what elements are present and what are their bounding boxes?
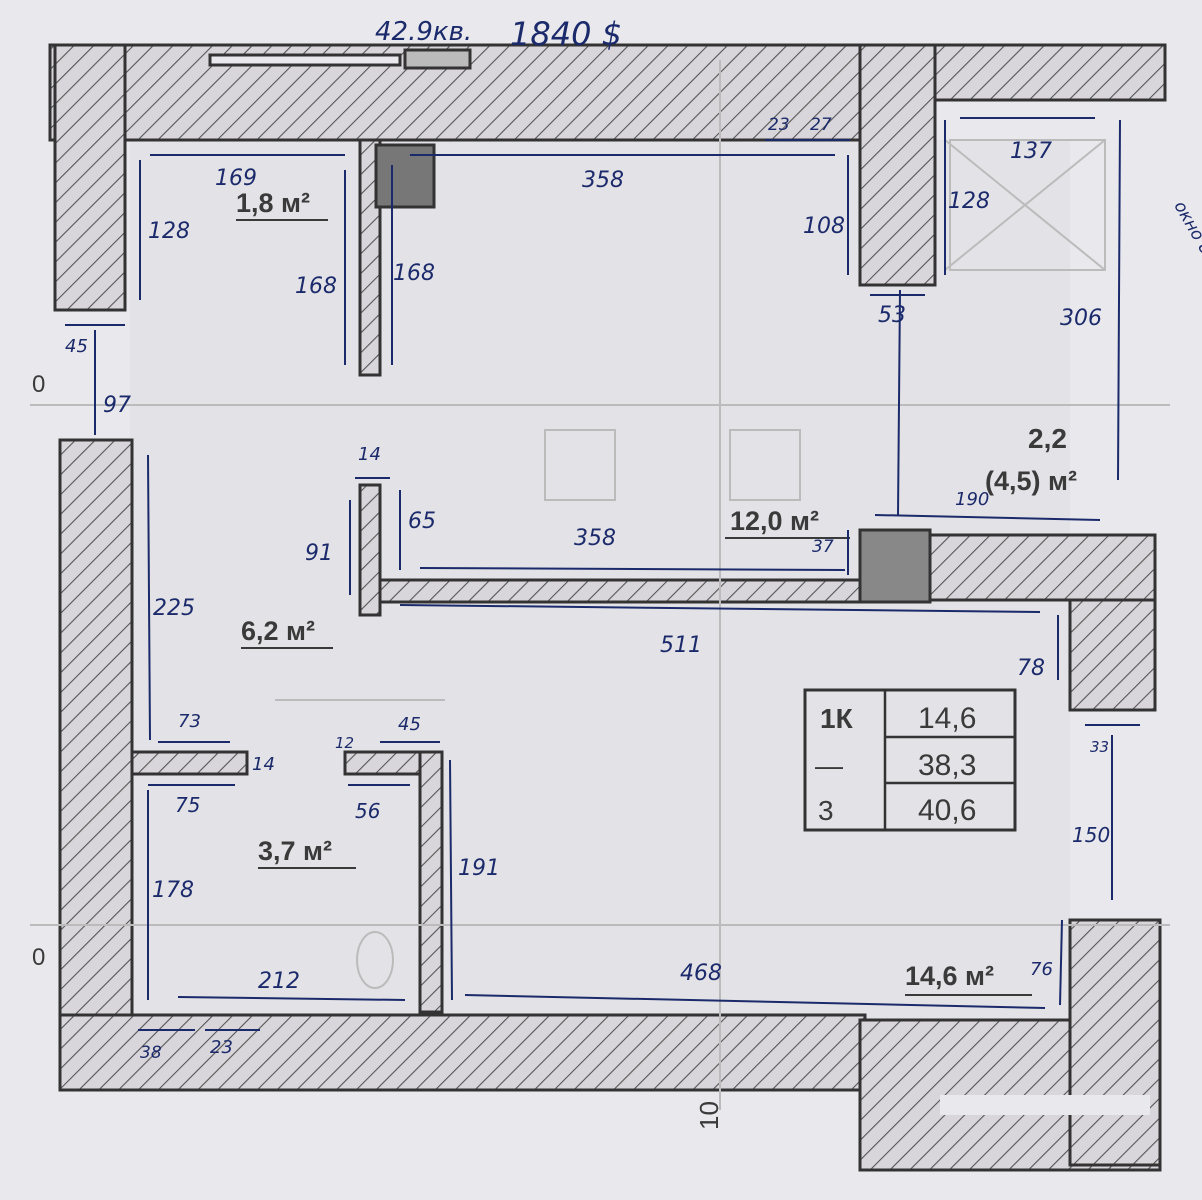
room-area-balcony-sub: (4,5) м² — [985, 466, 1077, 496]
dim-label: 56 — [355, 799, 380, 823]
axis-mark-left-bottom: 0 — [32, 944, 45, 971]
summary-table: 1К 14,6 — 38,3 3 40,6 — [803, 688, 1017, 832]
room-area-bathroom: 3,7 м² — [258, 836, 332, 866]
dim-label: 468 — [680, 961, 722, 986]
dim-label: 45 — [398, 714, 421, 735]
dim-label: 511 — [660, 633, 702, 658]
dim-label: 76 — [1030, 959, 1053, 980]
dim-label: 128 — [148, 219, 190, 244]
dimension-lines — [65, 117, 1140, 1031]
dim-label: 358 — [582, 168, 624, 193]
furniture-hints — [30, 60, 1170, 1110]
dim-label: 128 — [948, 189, 990, 214]
dim-label: 150 — [1072, 823, 1110, 847]
dim-label: 65 — [408, 509, 436, 534]
dim-label: 358 — [574, 526, 616, 551]
dim-label: 190 — [955, 489, 989, 510]
dim-label: 168 — [393, 261, 435, 286]
summary-label-1: 1К — [820, 703, 854, 734]
dim-label: 23 — [210, 1037, 233, 1058]
axis-mark-left-top: 0 — [32, 371, 45, 398]
dim-label: 14 — [358, 444, 381, 465]
dim-label: 137 — [1010, 139, 1052, 164]
dim-label: 27 — [810, 115, 832, 135]
dim-label: 168 — [295, 274, 337, 299]
room-area-hall: 6,2 м² — [241, 616, 315, 646]
room-area-kitchen: 12,0 м² — [730, 506, 819, 536]
dim-label: 178 — [152, 878, 194, 903]
room-area-storage: 1,8 м² — [236, 188, 310, 218]
dim-label: 45 — [65, 336, 88, 357]
dim-label: 191 — [458, 856, 500, 881]
dim-label: 14 — [252, 754, 275, 775]
walls — [48, 43, 1167, 1172]
dim-label: 33 — [1090, 738, 1109, 756]
header-price-note: 1840 $ — [510, 15, 622, 53]
axis-mark-bottom: 10 — [694, 1101, 724, 1130]
summary-value-3: 40,6 — [918, 794, 976, 827]
dim-label: 73 — [178, 711, 201, 732]
dim-label: 306 — [1060, 306, 1102, 331]
summary-value-2: 38,3 — [918, 749, 976, 782]
dim-label: 97 — [103, 393, 131, 418]
dim-label: 37 — [812, 537, 834, 557]
dim-label: 23 — [768, 115, 790, 135]
room-area-living: 14,6 м² — [905, 961, 994, 991]
dim-label: 38 — [140, 1043, 162, 1063]
dim-label: 169 — [215, 166, 257, 191]
dim-label: 53 — [878, 303, 906, 328]
header-area-note: 42.9кв. — [375, 17, 472, 47]
dim-label: 212 — [258, 969, 300, 994]
dim-label: 12 — [335, 734, 354, 752]
dim-label: 225 — [153, 596, 195, 621]
summary-label-3: 3 — [818, 795, 834, 826]
dim-label: 75 — [175, 793, 200, 817]
dim-label: 108 — [803, 214, 845, 239]
dim-label: 78 — [1017, 656, 1045, 681]
summary-label-2: — — [815, 750, 843, 781]
summary-value-1: 14,6 — [918, 702, 976, 735]
room-area-balcony-value: 2,2 — [1028, 423, 1067, 454]
dim-label: 91 — [305, 541, 333, 566]
dimension-labels: 169 128 168 168 358 108 23 27 137 128 30… — [65, 115, 1110, 1063]
